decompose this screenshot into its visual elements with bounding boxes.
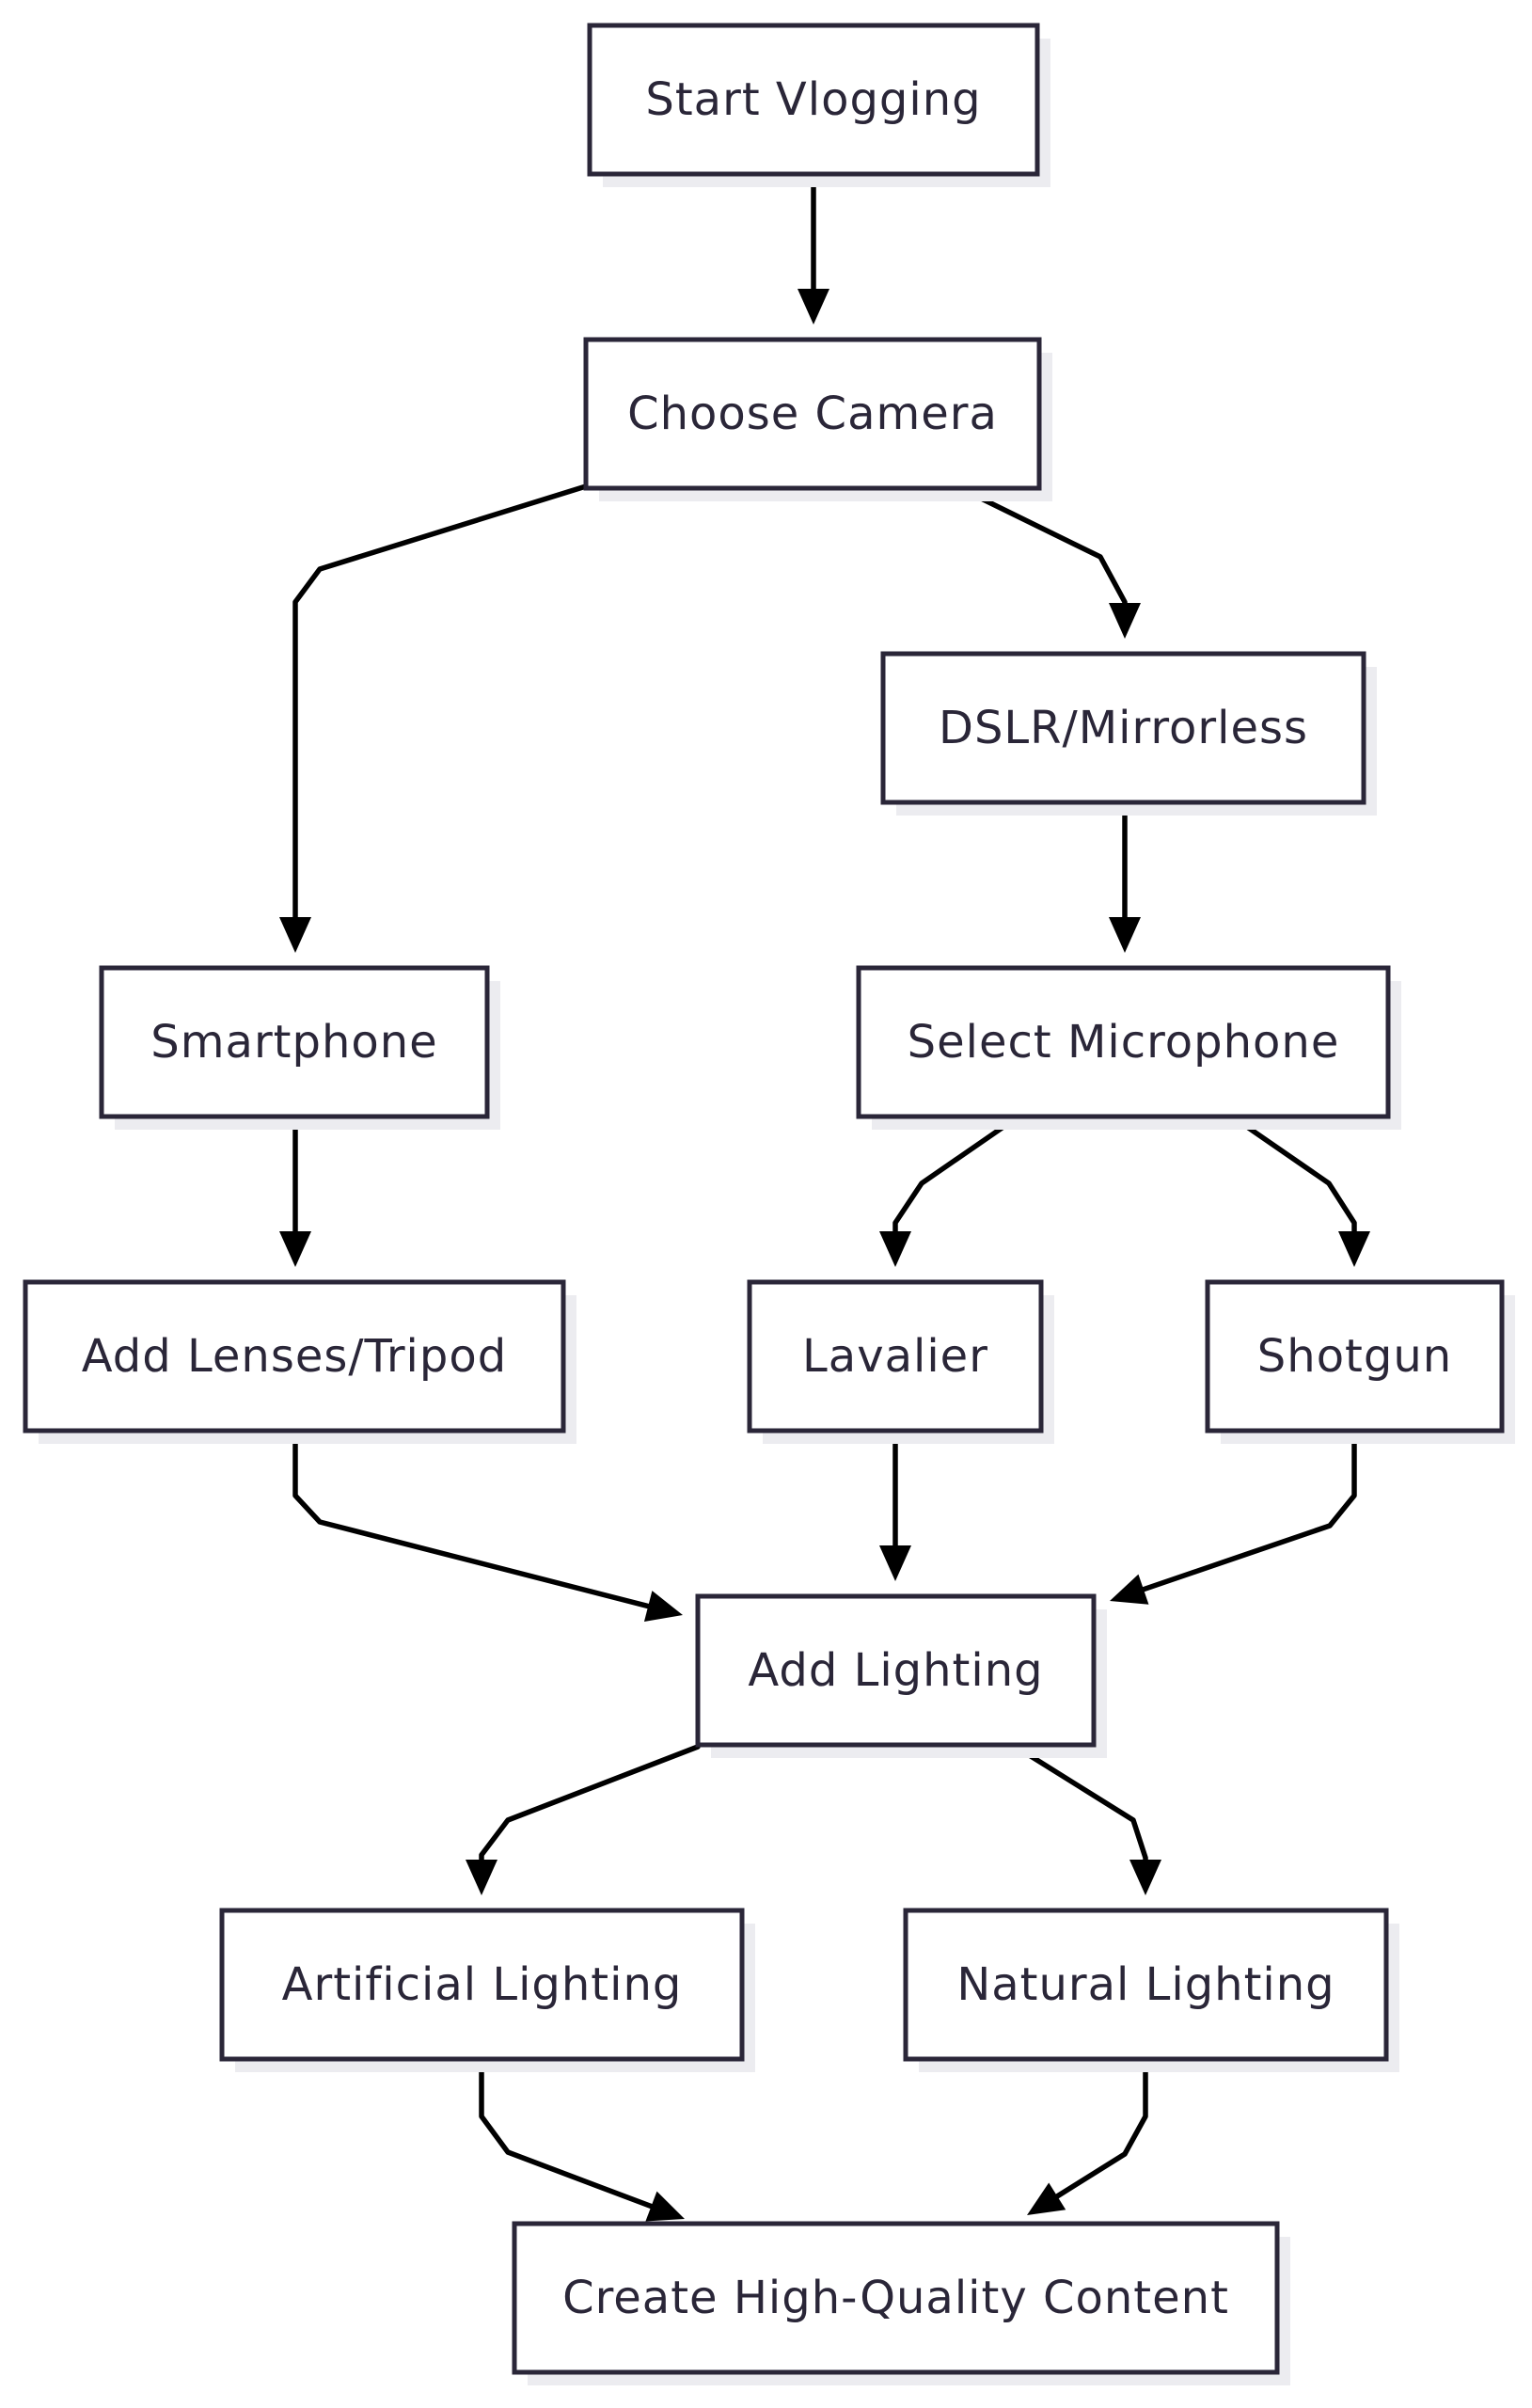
edge-line [292,483,589,920]
edge-camera-to-smartphone [279,483,589,953]
edge-line [1013,1744,1148,1862]
node-lighting: Add Lighting [695,1593,1107,1758]
node-start: Start Vlogging [587,23,1050,187]
edge-microphone-to-shotgun [1232,1116,1370,1267]
node-box [219,1908,745,2062]
edge-line [961,487,1128,606]
node-label: DSLR/Mirrorless [939,702,1308,754]
node-artificial: Artificial Lighting [219,1908,755,2072]
node-label: Create High-Quality Content [562,2272,1229,2324]
edge-lighting-to-artificial [466,1744,701,1895]
node-label: Lavalier [802,1330,988,1383]
node-label: Choose Camera [627,388,998,440]
node-label: Add Lighting [748,1644,1043,1697]
node-box [747,1279,1044,1434]
edge-camera-to-dslr [961,487,1141,639]
node-camera: Choose Camera [583,337,1052,501]
arrowhead-icon [1109,917,1141,953]
edge-line [479,1744,701,1862]
node-label: Artificial Lighting [282,1958,683,2011]
node-dslr: DSLR/Mirrorless [880,651,1377,816]
edge-line [292,1430,651,1609]
node-box [903,1908,1389,2062]
node-box [512,2221,1280,2375]
edge-line [1141,1430,1357,1592]
edge-shotgun-to-lighting [1110,1430,1357,1605]
edge-line [1054,2056,1148,2199]
node-box [587,23,1040,177]
node-box [23,1279,566,1434]
arrowhead-icon [879,1231,911,1267]
node-label: Select Microphone [908,1016,1340,1069]
edge-smartphone-to-lenses [279,1116,311,1267]
node-box [695,1593,1097,1748]
edge-line [479,2056,655,2210]
edge-natural-to-content [1027,2056,1148,2215]
node-label: Add Lenses/Tripod [82,1330,507,1383]
arrowhead-icon [643,1591,683,1623]
edge-lavalier-to-lighting [879,1430,911,1581]
edges-layer [279,173,1370,2222]
edge-dslr-to-microphone [1109,801,1141,953]
node-box [99,965,490,1119]
arrowhead-icon [798,289,829,325]
node-natural: Natural Lighting [903,1908,1399,2072]
node-label: Start Vlogging [645,73,981,126]
node-label: Shotgun [1257,1330,1452,1383]
node-lenses: Add Lenses/Tripod [23,1279,576,1444]
arrowhead-icon [1338,1231,1370,1267]
arrowhead-icon [1109,603,1141,639]
node-content: Create High-Quality Content [512,2221,1290,2385]
arrowhead-icon [279,917,311,953]
edge-start-to-camera [798,173,829,325]
arrowhead-icon [1129,1860,1161,1895]
edge-line [1232,1116,1357,1234]
node-label: Smartphone [150,1016,437,1069]
arrowhead-icon [466,1860,498,1895]
arrowhead-icon [1027,2182,1066,2215]
edge-microphone-to-lavalier [879,1116,1019,1267]
node-box [856,965,1391,1119]
edge-line [892,1116,1019,1234]
edge-artificial-to-content [479,2056,685,2222]
arrowhead-icon [879,1545,911,1581]
node-microphone: Select Microphone [856,965,1401,1130]
node-box [583,337,1042,491]
arrowhead-icon [1110,1574,1149,1605]
edge-lighting-to-natural [1013,1744,1161,1895]
arrowhead-icon [279,1231,311,1267]
node-smartphone: Smartphone [99,965,500,1130]
node-lavalier: Lavalier [747,1279,1054,1444]
node-label: Natural Lighting [956,1958,1335,2011]
node-shotgun: Shotgun [1205,1279,1515,1444]
edge-lenses-to-lighting [292,1430,683,1623]
node-box [880,651,1366,805]
node-box [1205,1279,1505,1434]
arrowhead-icon [645,2191,685,2222]
